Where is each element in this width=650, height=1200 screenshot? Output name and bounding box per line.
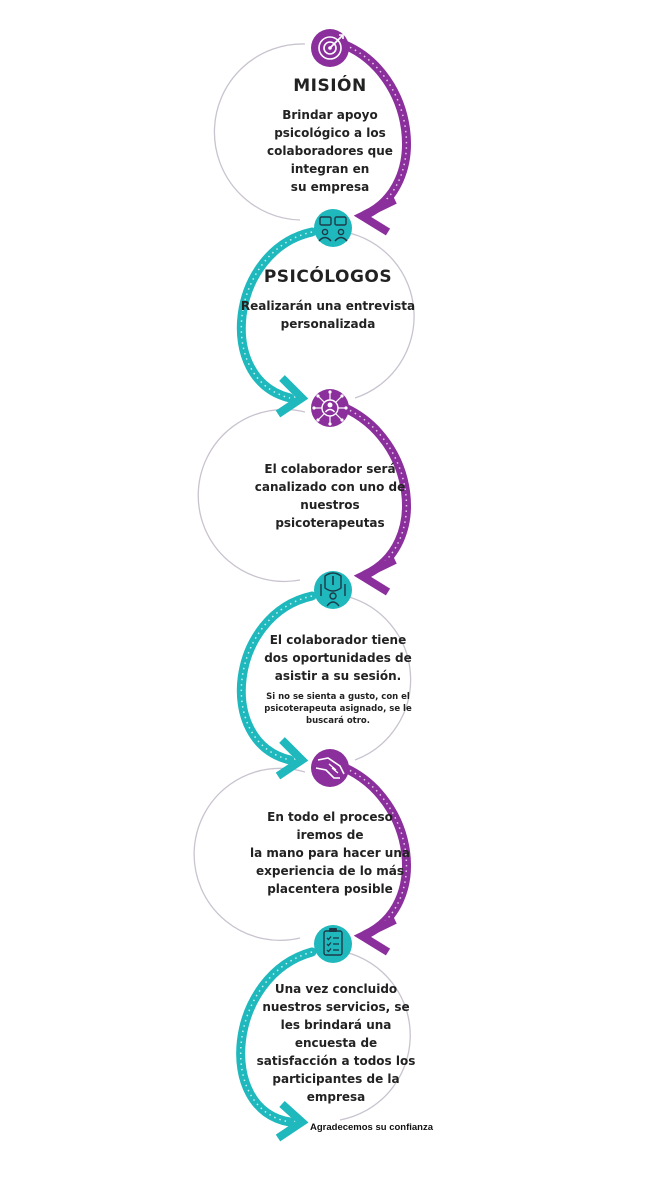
step-body: Realizarán una entrevista personalizada (238, 297, 418, 333)
circle-outline-3 (197, 408, 306, 583)
body-line: placentera posible (267, 882, 393, 896)
body-line: satisfacción a todos los (256, 1054, 416, 1068)
body-line: colaboradores que (267, 144, 393, 158)
conversation-icon (314, 209, 352, 247)
body-line: participantes de la (272, 1072, 400, 1086)
arrow-1 (340, 40, 411, 236)
body-line: empresa (306, 1090, 366, 1104)
step-assignment: El colaborador será canalizado con uno d… (242, 460, 418, 532)
arrow-4 (236, 591, 317, 780)
body-line: encuesta de (294, 1036, 378, 1050)
step-body: El colaborador será canalizado con uno d… (242, 460, 418, 532)
circle-outline-5 (193, 767, 306, 941)
note-line: psicoterapeuta asignado, se le (264, 704, 412, 714)
step-psychologists: PSICÓLOGOS Realizarán una entrevista per… (238, 267, 418, 333)
body-line: personalizada (280, 317, 376, 331)
body-line: experiencia de lo más (255, 864, 404, 878)
arrow-6 (236, 947, 317, 1142)
step-body: Una vez concluido nuestros servicios, se… (246, 980, 426, 1106)
step-accompaniment: En todo el proceso iremos de la mano par… (238, 808, 422, 898)
body-line: canalizado con uno de (254, 480, 406, 494)
body-line: la mano para hacer una (249, 846, 410, 860)
arrow-2 (236, 227, 317, 418)
circle-outline-2 (344, 231, 415, 399)
body-line: dos oportunidades de (264, 651, 412, 665)
footer-thanks: Agradecemos su confianza (310, 1122, 434, 1133)
step-body: Brindar apoyo psicológico a los colabora… (240, 106, 420, 196)
body-line: En todo el proceso (267, 810, 393, 824)
handshake-icon (311, 749, 349, 787)
step-body: En todo el proceso iremos de la mano par… (238, 808, 422, 898)
step-survey: Una vez concluido nuestros servicios, se… (246, 980, 426, 1106)
note-line: Si no se sienta a gusto, con el (266, 692, 410, 702)
body-line: psicoterapeutas (275, 516, 385, 530)
circle-outline-4 (344, 595, 412, 761)
circle-outline-6 (339, 951, 411, 1121)
body-line: integran en (290, 162, 370, 176)
step-note: Si no se sienta a gusto, con el psicoter… (248, 691, 428, 727)
body-line: Una vez concluido (274, 982, 398, 996)
checklist-icon (314, 925, 352, 963)
note-line: buscará otro. (305, 716, 371, 726)
target-icon (311, 29, 349, 67)
arrow-5 (340, 763, 411, 956)
body-line: les brindará una (280, 1018, 392, 1032)
circle-outline-1 (213, 43, 306, 221)
network-person-icon (311, 389, 349, 427)
body-line: El colaborador será (264, 462, 396, 476)
step-title: MISIÓN (293, 76, 367, 96)
step-body: El colaborador tiene dos oportunidades d… (248, 631, 428, 685)
body-line: psicológico a los (274, 126, 386, 140)
person-idea-icon (314, 571, 352, 609)
body-line: asistir a su sesión. (274, 669, 402, 683)
body-line: nuestros (300, 498, 360, 512)
step-title: PSICÓLOGOS (263, 267, 393, 287)
body-line: su empresa (290, 180, 370, 194)
body-line: El colaborador tiene (269, 633, 407, 647)
body-line: Brindar apoyo (282, 108, 378, 122)
body-line: nuestros servicios, se (262, 1000, 410, 1014)
step-sessions: El colaborador tiene dos oportunidades d… (248, 631, 428, 727)
arrow-3 (340, 403, 411, 596)
body-line: iremos de (296, 828, 364, 842)
body-line: Realizarán una entrevista (240, 299, 416, 313)
step-mission: MISIÓN Brindar apoyo psicológico a los c… (240, 76, 420, 196)
